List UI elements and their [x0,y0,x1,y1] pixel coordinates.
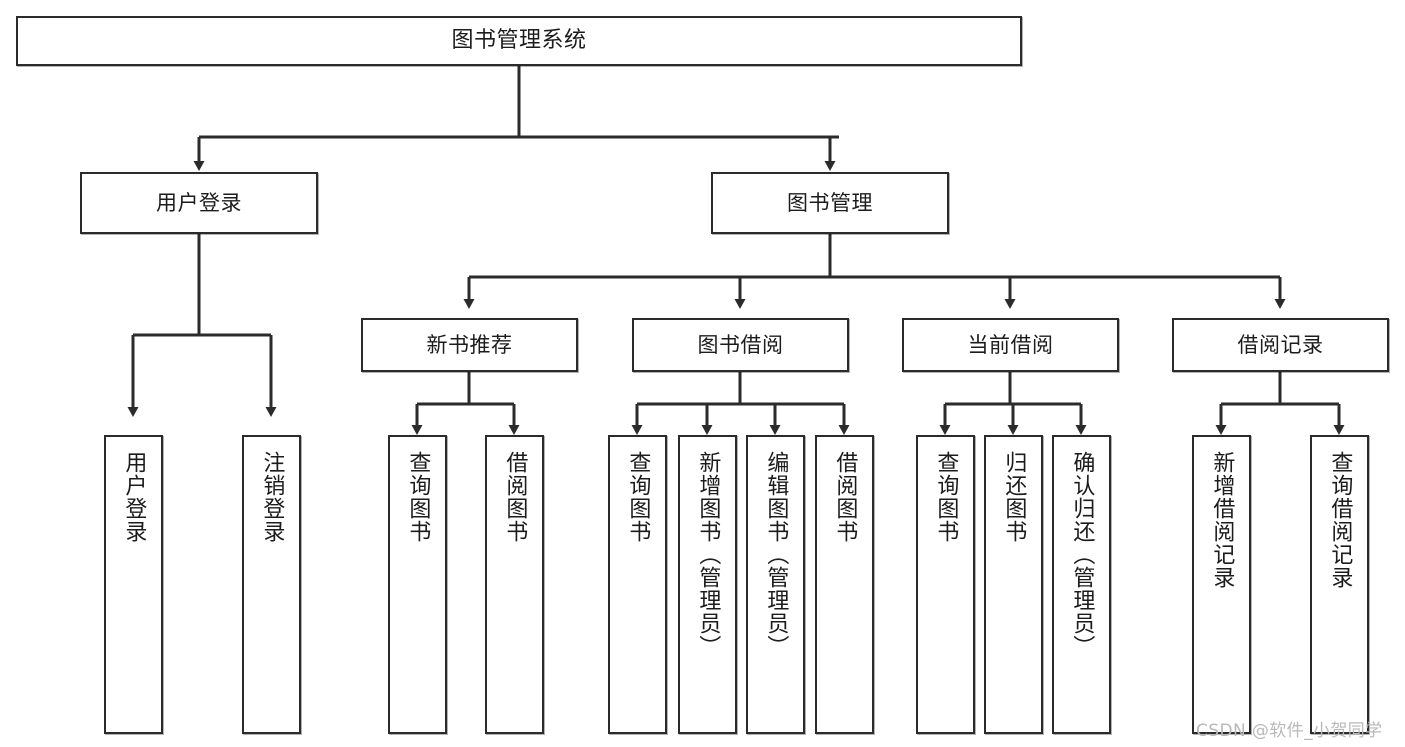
csdn-watermark: CSDN @软件_小贺同学 [1196,721,1383,741]
node-book-borrow-label: 图书借阅 [697,332,784,357]
node-leaf-user-login[interactable]: 用户登录 [104,435,163,734]
node-leaf-confirm-return[interactable]: 确认归还（管理员） [1052,435,1111,734]
node-leaf-query-book-3-label: 查询图书 [933,451,959,543]
node-leaf-borrow-book-2[interactable]: 借阅图书 [815,435,874,734]
node-leaf-query-book-2-label: 查询图书 [625,451,651,543]
node-leaf-borrow-book-2-label: 借阅图书 [832,451,858,543]
node-root[interactable]: 图书管理系统 [16,16,1022,66]
node-leaf-query-record-label: 查询借阅记录 [1327,451,1353,589]
node-leaf-edit-book[interactable]: 编辑图书（管理员） [746,435,805,734]
node-leaf-add-record[interactable]: 新增借阅记录 [1192,435,1251,734]
node-borrow-record-label: 借阅记录 [1237,332,1324,357]
node-leaf-query-book-3[interactable]: 查询图书 [916,435,975,734]
node-leaf-query-book-1-label: 查询图书 [405,451,431,543]
node-leaf-return-book-label: 归还图书 [1001,451,1027,543]
node-book-manage-label: 图书管理 [787,190,873,215]
node-new-book-recommend[interactable]: 新书推荐 [361,318,578,372]
node-new-book-recommend-label: 新书推荐 [426,332,513,357]
node-leaf-add-record-label: 新增借阅记录 [1209,451,1235,589]
node-leaf-logout-login[interactable]: 注销登录 [242,435,301,734]
node-leaf-query-book-2[interactable]: 查询图书 [608,435,667,734]
node-leaf-logout-login-label: 注销登录 [259,451,285,543]
node-leaf-add-book-label: 新增图书（管理员） [695,451,721,658]
node-user-login[interactable]: 用户登录 [80,172,318,234]
node-leaf-return-book[interactable]: 归还图书 [984,435,1043,734]
node-current-borrow-label: 当前借阅 [967,332,1054,357]
node-book-borrow[interactable]: 图书借阅 [632,318,849,372]
node-leaf-edit-book-label: 编辑图书（管理员） [763,451,789,658]
node-leaf-query-book-1[interactable]: 查询图书 [388,435,447,734]
node-current-borrow[interactable]: 当前借阅 [902,318,1119,372]
node-leaf-query-record[interactable]: 查询借阅记录 [1310,435,1369,734]
node-book-manage[interactable]: 图书管理 [711,172,949,234]
node-leaf-borrow-book-1[interactable]: 借阅图书 [485,435,544,734]
node-leaf-user-login-label: 用户登录 [121,451,147,543]
node-root-label: 图书管理系统 [451,28,587,54]
node-leaf-borrow-book-1-label: 借阅图书 [502,451,528,543]
node-borrow-record[interactable]: 借阅记录 [1172,318,1389,372]
node-leaf-add-book[interactable]: 新增图书（管理员） [678,435,737,734]
node-user-login-label: 用户登录 [156,190,242,215]
node-leaf-confirm-return-label: 确认归还（管理员） [1069,451,1095,658]
